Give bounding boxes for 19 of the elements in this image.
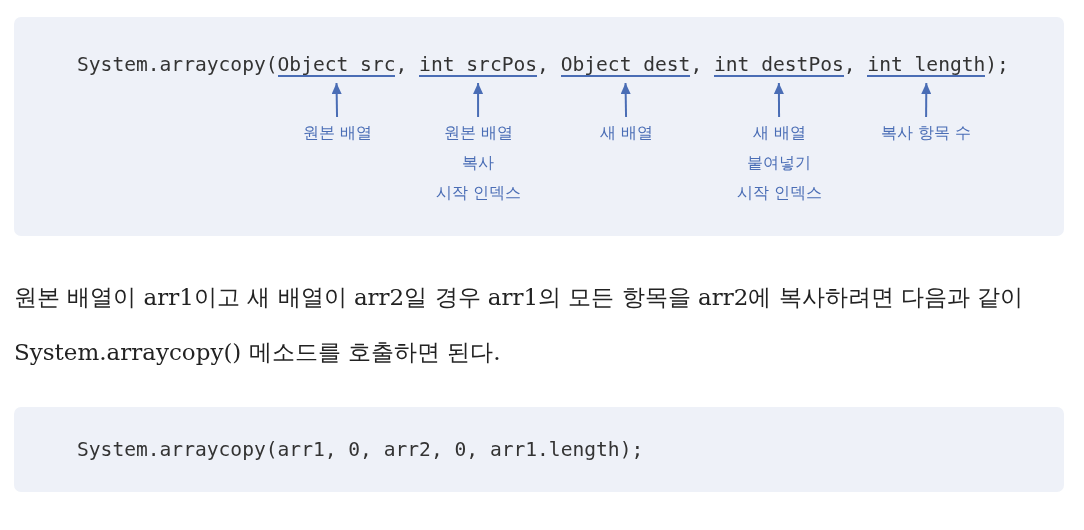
arrow: [331, 82, 342, 118]
arrow: [773, 82, 784, 118]
arrow: [473, 82, 484, 118]
annotation-text: 새 배열: [599, 118, 653, 148]
underline: [867, 75, 986, 77]
underline: [560, 75, 691, 77]
code-panel: [14, 17, 1064, 236]
annotation-text: 원본 배열: [302, 118, 372, 148]
code-line: System.arraycopy(arr1, 0, arr2, 0, arr1.length);: [77, 438, 644, 462]
underline: [277, 75, 396, 77]
annotation-text: 새 배열 붙여넣기 시작 인덱스: [736, 118, 822, 208]
annotation-text: 복사 항목 수: [881, 118, 972, 148]
body-text: 원본 배열이 arr1이고 새 배열이 arr2일 경우 arr1의 모든 항목을 arr2에 복사하려면 다음과 같이 System.arraycopy() 메소드를 호출하면 된다.: [14, 283, 1025, 367]
underline: [419, 75, 538, 77]
arrow: [921, 82, 932, 118]
arrow: [620, 82, 631, 118]
code-line: System.arraycopy(Object src, int srcPos, Object dest, int destPos, int length);: [77, 53, 1009, 77]
annotation-text: 원본 배열 복사 시작 인덱스: [435, 118, 521, 208]
underline: [714, 75, 844, 77]
